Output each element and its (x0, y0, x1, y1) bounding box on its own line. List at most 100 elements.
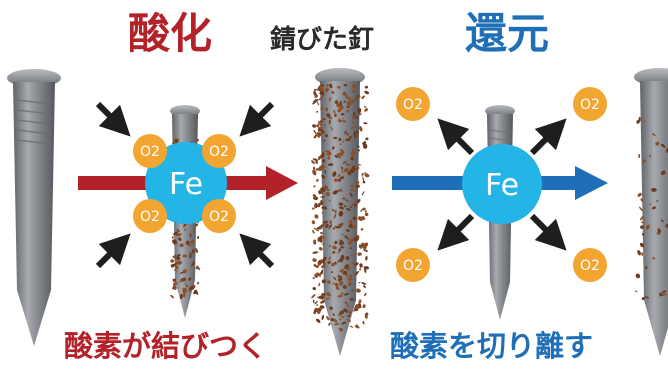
rust-speck (179, 243, 184, 248)
rust-speck (639, 242, 645, 248)
rust-speck (346, 302, 349, 308)
rust-speck (340, 246, 345, 249)
rust-speck (640, 221, 645, 224)
rust-speck (173, 278, 176, 282)
rust-speck (365, 137, 369, 141)
rust-speck (635, 273, 641, 279)
rust-speck (317, 237, 320, 239)
rust-speck (339, 206, 344, 210)
rust-speck (327, 156, 331, 160)
rust-speck (334, 100, 339, 104)
rust-speck (313, 309, 317, 315)
rust-speck (333, 276, 337, 281)
rust-speck (339, 310, 345, 315)
rust-speck (324, 184, 328, 189)
rust-speck (361, 282, 367, 285)
rust-speck (314, 300, 318, 305)
rust-speck (321, 152, 325, 158)
rust-speck (327, 163, 334, 167)
rust-speck (333, 323, 340, 326)
rust-speck (351, 116, 357, 120)
rust-speck (172, 282, 178, 286)
rust-speck (329, 220, 333, 224)
rust-speck (195, 291, 199, 295)
rust-speck (350, 275, 353, 278)
svg-text:O2: O2 (580, 258, 600, 274)
rust-speck (352, 111, 356, 117)
rust-speck (634, 290, 638, 293)
rust-speck (342, 285, 347, 289)
rust-speck (172, 239, 178, 245)
rust-speck (178, 237, 182, 241)
rust-speck (319, 90, 325, 96)
rust-speck (349, 219, 353, 225)
rust-speck (330, 317, 335, 322)
rust-speck (318, 275, 322, 277)
rust-speck (337, 178, 342, 182)
rust-speck (334, 225, 339, 229)
rust-speck (196, 236, 200, 239)
rust-speck (189, 252, 192, 259)
incoming-arrow-bottom-right (239, 233, 275, 269)
rust-speck (325, 191, 330, 197)
rust-speck (328, 199, 331, 202)
rust-speck (334, 209, 337, 214)
rust-speck (346, 267, 351, 271)
rust-speck (340, 187, 342, 191)
rust-speck (182, 269, 188, 274)
rust-speck (354, 96, 358, 99)
rust-speck (345, 138, 352, 142)
outgoing-arrow-bottom-right (529, 213, 567, 251)
rust-speck (331, 91, 335, 94)
rust-speck (328, 97, 332, 102)
rust-speck (326, 292, 331, 297)
rust-speck (183, 223, 187, 228)
rust-speck (339, 280, 344, 286)
rust-speck (344, 205, 347, 208)
rust-speck (364, 210, 367, 213)
rust-speck (197, 281, 200, 285)
rust-speck (320, 187, 326, 192)
rust-speck (319, 120, 323, 123)
rust-speck (313, 134, 318, 139)
rust-speck (347, 314, 351, 318)
rust-speck (172, 255, 177, 259)
rust-speck (335, 286, 340, 291)
rust-speck (357, 270, 360, 273)
rust-speck (332, 245, 337, 250)
rust-speck (327, 261, 331, 264)
rust-speck (325, 223, 329, 228)
rust-speck (333, 109, 336, 114)
rust-speck (334, 113, 337, 117)
rust-speck (193, 290, 197, 295)
rust-speck (342, 91, 347, 96)
rust-speck (321, 294, 324, 297)
rust-speck (651, 187, 657, 192)
rust-speck (321, 279, 326, 284)
rust-speck (656, 200, 659, 203)
rust-speck (343, 167, 349, 173)
rust-speck (183, 292, 186, 298)
rust-speck (349, 135, 352, 139)
rust-speck (643, 159, 646, 163)
rust-speck (356, 131, 360, 134)
rust-speck (332, 227, 336, 230)
rust-speck (320, 94, 324, 99)
rust-speck (652, 206, 656, 210)
rust-speck (320, 224, 324, 227)
rust-speck (174, 265, 179, 270)
rust-speck (316, 124, 320, 128)
rust-speck (347, 282, 352, 286)
rust-speck (348, 223, 353, 228)
rust-speck (328, 119, 331, 125)
rust-speck (362, 180, 366, 184)
rust-speck (355, 180, 360, 185)
outgoing-arrow-top-right (529, 118, 567, 156)
rust-speck (320, 232, 324, 235)
iron-atom-reduction: Fe (462, 144, 542, 224)
rust-speck (649, 154, 652, 157)
rust-speck (333, 213, 337, 219)
rust-speck (341, 166, 343, 170)
rust-speck (191, 239, 195, 244)
